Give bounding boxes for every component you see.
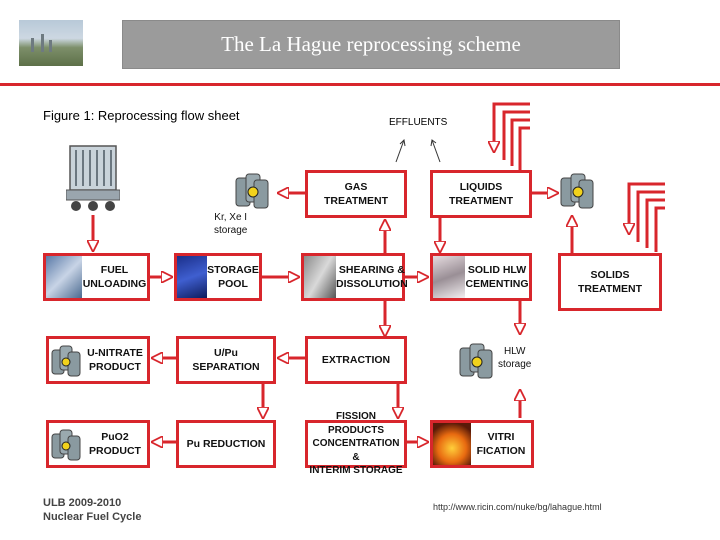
solid-hlw-cementing-label: SOLID HLW CEMENTING xyxy=(465,263,529,290)
transport-cask-icon xyxy=(66,145,120,211)
gas-treatment-label: GAS TREATMENT xyxy=(324,180,388,207)
la-hague-site-photo xyxy=(19,20,83,66)
puo2-product-box: PuO2 PRODUCT xyxy=(46,420,150,468)
radioactive-drum-icon xyxy=(459,343,493,379)
fuel-unloading-box: FUEL UNLOADING xyxy=(43,253,150,301)
puo2-product-label: PuO2 PRODUCT xyxy=(89,430,141,457)
u-nitrate-product-box: U-NITRATE PRODUCT xyxy=(46,336,150,384)
pu-reduction-label: Pu REDUCTION xyxy=(186,437,266,450)
radioactive-drum-icon xyxy=(49,339,83,381)
upu-separation-label: U/Pu SEPARATION xyxy=(192,346,260,373)
effluents-label: EFFLUENTS xyxy=(389,117,448,128)
source-url[interactable]: http://www.ricin.com/nuke/bg/lahague.htm… xyxy=(433,502,602,512)
vitrification-label: VITRI FICATION xyxy=(476,430,526,457)
extraction-box: EXTRACTION xyxy=(305,336,407,384)
liquids-treatment-box: LIQUIDS TREATMENT xyxy=(430,170,532,218)
u-nitrate-product-label: U-NITRATE PRODUCT xyxy=(87,346,143,373)
fission-products-label: FISSION PRODUCTS CONCENTRATION & INTERIM… xyxy=(309,411,403,477)
solid-hlw-cementing-box: SOLID HLW CEMENTING xyxy=(430,253,532,301)
solids-treatment-box: SOLIDS TREATMENT xyxy=(558,253,662,311)
fuel-unloading-label: FUEL UNLOADING xyxy=(82,263,147,290)
cementing-photo xyxy=(433,256,465,298)
vitrification-photo xyxy=(433,423,471,465)
radioactive-drum-icon xyxy=(49,423,83,465)
footer-line1: ULB 2009-2010 xyxy=(43,497,122,509)
upu-separation-box: U/Pu SEPARATION xyxy=(176,336,276,384)
kr-xe-storage-label: Kr, Xe I storage xyxy=(214,212,248,236)
vitrification-box: VITRI FICATION xyxy=(430,420,534,468)
radioactive-drum-icon xyxy=(235,173,269,209)
shearing-dissolution-box: SHEARING & DISSOLUTION xyxy=(301,253,408,301)
liquids-treatment-label: LIQUIDS TREATMENT xyxy=(449,180,513,207)
radioactive-drum-icon xyxy=(560,173,594,209)
shearing-photo xyxy=(304,256,336,298)
figure-caption: Figure 1: Reprocessing flow sheet xyxy=(43,108,240,123)
header-divider xyxy=(0,83,720,86)
solids-treatment-label: SOLIDS TREATMENT xyxy=(578,268,642,295)
storage-pool-box: STORAGE POOL xyxy=(174,253,262,301)
footer-line2: Nuclear Fuel Cycle xyxy=(43,511,142,524)
page-title: The La Hague reprocessing scheme xyxy=(122,20,620,69)
extraction-label: EXTRACTION xyxy=(321,353,391,366)
fission-products-box: FISSION PRODUCTS CONCENTRATION & INTERIM… xyxy=(305,411,407,476)
gas-treatment-box: GAS TREATMENT xyxy=(305,170,407,218)
storage-pool-label: STORAGE POOL xyxy=(207,263,259,290)
pu-reduction-box: Pu REDUCTION xyxy=(176,420,276,468)
footer-course: ULB 2009-2010 Nuclear Fuel Cycle xyxy=(43,496,141,525)
shearing-dissolution-label: SHEARING & DISSOLUTION xyxy=(336,263,408,290)
storage-pool-photo xyxy=(177,256,207,298)
hlw-storage-label: HLW storage xyxy=(498,346,532,370)
fuel-unloading-photo xyxy=(46,256,82,298)
